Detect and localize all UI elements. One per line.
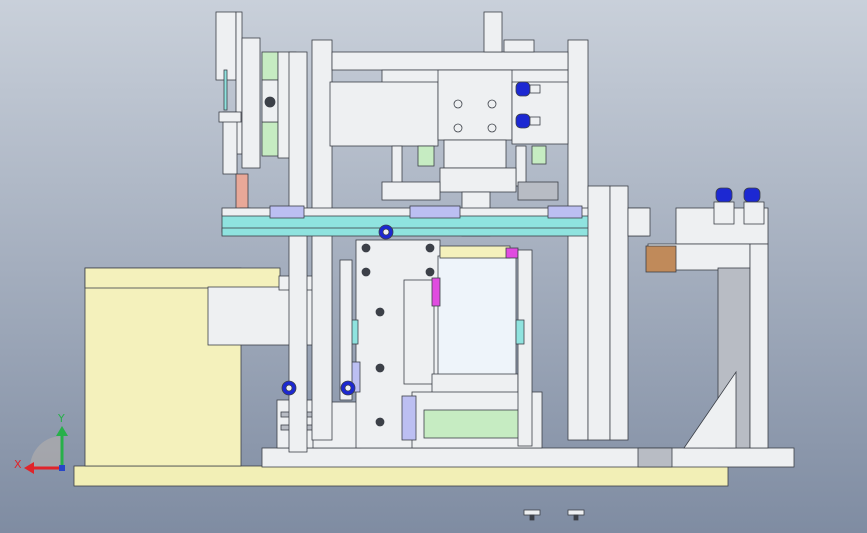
right-bracket-2 (609, 185, 629, 441)
table-lavender-3 (547, 205, 583, 219)
blue-fitting-left-inner (285, 384, 293, 392)
fitting-lower (515, 113, 531, 129)
salmon-pin (235, 173, 249, 213)
top-block-right-2 (503, 39, 535, 53)
main-left-column (311, 39, 333, 441)
main-cylinder-body (329, 81, 439, 147)
y-arrow-head (56, 426, 68, 436)
center-right-post (517, 249, 533, 447)
blue-fitting-center-inner (382, 228, 390, 236)
top-block-right (483, 11, 503, 53)
piston-plate (439, 167, 517, 193)
guide-rod-right (515, 145, 527, 187)
right-fitting-left-body (713, 201, 735, 225)
base-small-block (637, 447, 673, 468)
fitting-lower-stem (529, 116, 541, 126)
left-outer-column (288, 51, 308, 453)
center-top-bar (439, 245, 511, 259)
triad-disc (30, 436, 62, 468)
right-fitting-left (715, 187, 733, 203)
assembly (73, 11, 795, 521)
foot-1 (523, 509, 541, 516)
right-gusset (683, 370, 737, 449)
center-right-cyan (515, 319, 525, 345)
right-bracket-block (627, 207, 651, 237)
main-right-column (567, 39, 589, 441)
right-fitting-right-body (743, 201, 765, 225)
right-outer-column (749, 243, 769, 449)
foot-1-stem (529, 514, 535, 521)
piston-block (443, 139, 507, 169)
center-green-inner (423, 409, 531, 439)
mid-left-block (381, 181, 441, 201)
mid-right-block (517, 181, 559, 201)
table-lavender-1 (269, 205, 305, 219)
triad-origin (59, 465, 65, 471)
center-left-post (339, 259, 353, 401)
cylinder-screw-3 (487, 99, 497, 109)
magenta-tab (505, 247, 519, 259)
screw-3 (361, 267, 371, 277)
guide-green-left (417, 145, 435, 167)
table-bar-lower (221, 227, 649, 237)
right-bracket-1 (587, 185, 611, 441)
guide-green-right (531, 145, 547, 165)
brown-block (645, 245, 677, 273)
screw-4 (425, 267, 435, 277)
y-axis-label: Y (58, 412, 65, 425)
main-cylinder-head (437, 69, 513, 141)
screw-7 (375, 417, 385, 427)
x-axis-label: X (14, 458, 22, 471)
base-step (261, 447, 795, 468)
guide-rod-left (391, 145, 403, 187)
fitting-upper-stem (529, 84, 541, 94)
screw-5 (375, 307, 385, 317)
coordinate-triad (24, 426, 68, 474)
foot-2 (567, 509, 585, 516)
cylinder-screw-4 (487, 123, 497, 133)
x-arrow-head (24, 462, 34, 474)
center-frame-inner (403, 279, 435, 385)
magenta-stripe-left (431, 277, 441, 307)
left-cylinder-port (264, 96, 276, 108)
base-plate (73, 465, 729, 487)
left-slide-cyan-rod (223, 69, 228, 111)
screw-1 (361, 243, 371, 253)
table-lavender-2 (409, 205, 461, 219)
cylinder-screw-2 (453, 123, 463, 133)
left-cylinder-body (241, 37, 261, 169)
fitting-upper (515, 81, 531, 97)
cylinder-screw-1 (453, 99, 463, 109)
blue-fitting-mid-inner (344, 384, 352, 392)
left-cylinder-green-2 (261, 121, 279, 157)
screw-6 (375, 363, 385, 373)
foot-2-stem (573, 514, 579, 521)
left-cover-lip (84, 267, 281, 289)
center-bottom-lav (401, 395, 417, 441)
right-fitting-right (743, 187, 761, 203)
left-slide-head (218, 111, 242, 123)
top-crossbar (331, 51, 569, 71)
left-cylinder-green-1 (261, 51, 279, 81)
screw-2 (425, 243, 435, 253)
center-glass (437, 255, 517, 381)
